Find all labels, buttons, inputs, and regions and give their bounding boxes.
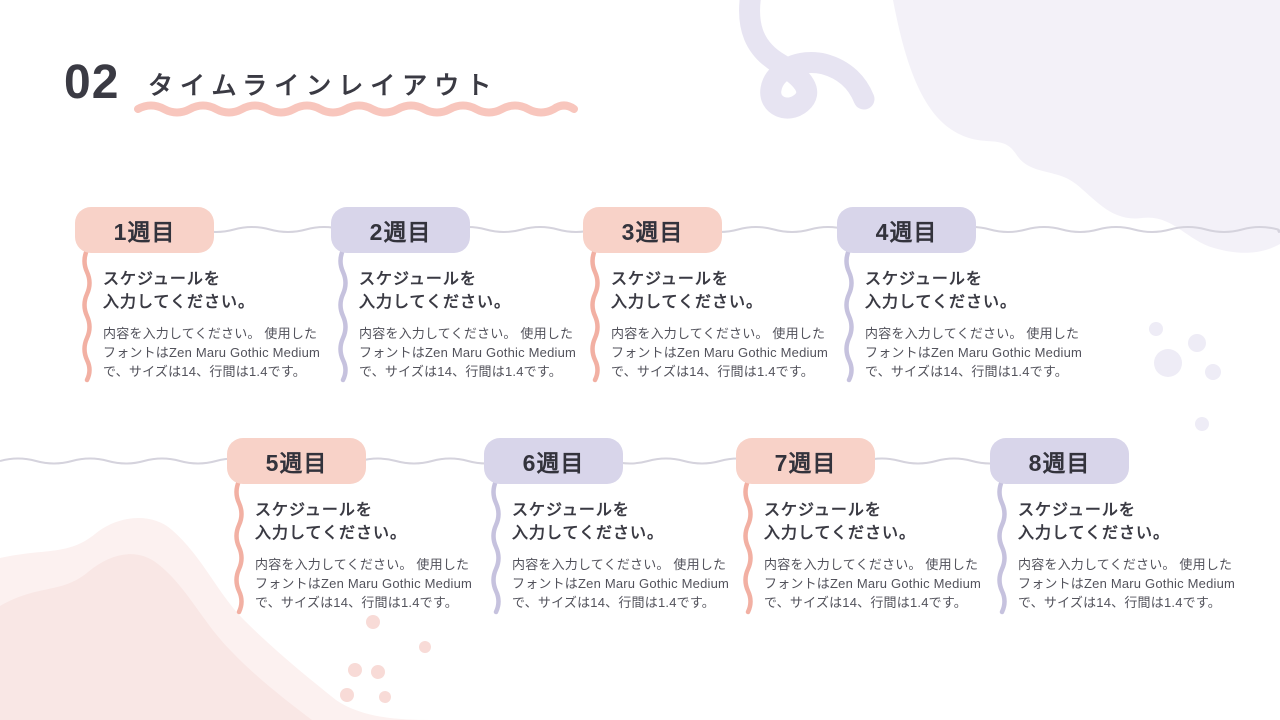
item-stem-5	[234, 478, 244, 615]
item-body[interactable]: 内容を入力してください。 使用した フォントはZen Maru Gothic M…	[103, 326, 321, 380]
page-title: タイムラインレイアウト	[148, 72, 499, 100]
title-underline	[134, 101, 578, 117]
item-stem-4	[844, 247, 854, 383]
timeline-item-week2: 2週目 スケジュールを 入力してください。 内容を入力してください。 使用した …	[331, 207, 577, 382]
item-stem-2	[338, 247, 348, 383]
lavender-dots	[1149, 322, 1221, 431]
timeline-item-week5: 5週目 スケジュールを 入力してください。 内容を入力してください。 使用した …	[227, 438, 473, 613]
week-badge[interactable]: 3週目	[583, 207, 722, 253]
timeline-item-week1: 1週目 スケジュールを 入力してください。 内容を入力してください。 使用した …	[75, 207, 321, 382]
week-badge[interactable]: 6週目	[484, 438, 623, 484]
item-body[interactable]: 内容を入力してください。 使用した フォントはZen Maru Gothic M…	[359, 326, 577, 380]
week-badge[interactable]: 2週目	[331, 207, 470, 253]
item-stem-6	[491, 478, 501, 615]
timeline-item-week3: 3週目 スケジュールを 入力してください。 内容を入力してください。 使用した …	[583, 207, 829, 382]
item-heading[interactable]: スケジュールを 入力してください。	[512, 502, 665, 543]
timeline-item-week7: 7週目 スケジュールを 入力してください。 内容を入力してください。 使用した …	[736, 438, 982, 613]
item-heading[interactable]: スケジュールを 入力してください。	[865, 271, 1018, 312]
slide-number: 02	[64, 56, 120, 109]
timeline-item-week8: 8週目 スケジュールを 入力してください。 内容を入力してください。 使用した …	[990, 438, 1236, 613]
item-stem-7	[743, 478, 753, 615]
item-body[interactable]: 内容を入力してください。 使用した フォントはZen Maru Gothic M…	[512, 557, 730, 611]
item-heading[interactable]: スケジュールを 入力してください。	[764, 502, 917, 543]
item-stem-8	[997, 478, 1007, 615]
week-badge[interactable]: 1週目	[75, 207, 214, 253]
item-heading[interactable]: スケジュールを 入力してください。	[611, 271, 764, 312]
item-heading[interactable]: スケジュールを 入力してください。	[103, 271, 256, 312]
item-body[interactable]: 内容を入力してください。 使用した フォントはZen Maru Gothic M…	[865, 326, 1083, 380]
item-stem-3	[590, 247, 600, 383]
item-body[interactable]: 内容を入力してください。 使用した フォントはZen Maru Gothic M…	[764, 557, 982, 611]
item-body[interactable]: 内容を入力してください。 使用した フォントはZen Maru Gothic M…	[1018, 557, 1236, 611]
item-body[interactable]: 内容を入力してください。 使用した フォントはZen Maru Gothic M…	[255, 557, 473, 611]
pink-dots	[340, 615, 431, 703]
timeline-item-week6: 6週目 スケジュールを 入力してください。 内容を入力してください。 使用した …	[484, 438, 730, 613]
week-badge[interactable]: 8週目	[990, 438, 1129, 484]
week-badge[interactable]: 4週目	[837, 207, 976, 253]
item-heading[interactable]: スケジュールを 入力してください。	[359, 271, 512, 312]
week-badge[interactable]: 5週目	[227, 438, 366, 484]
cloud-blob	[893, 0, 1280, 253]
item-heading[interactable]: スケジュールを 入力してください。	[255, 502, 408, 543]
squiggle-doodle	[739, 0, 875, 119]
item-body[interactable]: 内容を入力してください。 使用した フォントはZen Maru Gothic M…	[611, 326, 829, 380]
item-stem-1	[82, 247, 92, 383]
week-badge[interactable]: 7週目	[736, 438, 875, 484]
item-heading[interactable]: スケジュールを 入力してください。	[1018, 502, 1171, 543]
pink-blob-deep	[0, 554, 312, 720]
timeline-item-week4: 4週目 スケジュールを 入力してください。 内容を入力してください。 使用した …	[837, 207, 1083, 382]
